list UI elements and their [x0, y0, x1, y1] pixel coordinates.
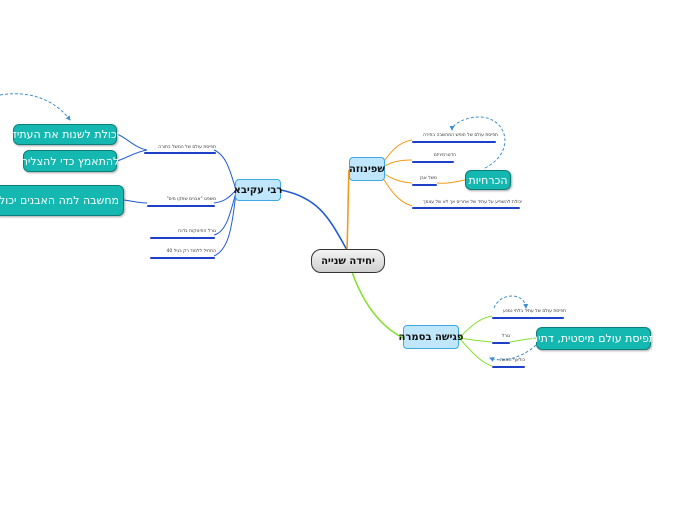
main-topic-spinoza[interactable]: שפינוזה — [349, 157, 385, 181]
underline — [492, 317, 564, 319]
callout-label: מחשבה למה האבנים יכולות ש — [0, 194, 119, 207]
main-topic-label: שפינוזה — [349, 163, 385, 175]
main-topic-rabbi-akiva[interactable]: רבי עקיבא — [233, 179, 283, 201]
link-central-rabbi-akiva — [280, 189, 348, 251]
subtopic-spinoza-4[interactable]: יכולת להשפיע על עתיד של אחרים אך לא של ע… — [423, 200, 522, 205]
subtopic-akiva-2[interactable]: משפט "אבנים שחקו מים" — [166, 197, 216, 202]
underline — [147, 205, 215, 207]
subtopic-akiva-4[interactable]: התחיל ללמוד רק בגיל 40 — [166, 249, 216, 254]
callout-label: תפיסת עולם מיסטית, דתית — [530, 332, 657, 345]
link-akiva-item-4 — [213, 191, 237, 257]
subtopic-spinoza-2[interactable]: הדטרמיניזם — [433, 153, 456, 158]
subtopic-akiva-1[interactable]: תפיסת עולם של המשל בתורה — [158, 145, 216, 150]
callout-stones-thought[interactable]: מחשבה למה האבנים יכולות ש — [0, 185, 124, 216]
link-spinoza-callout — [436, 179, 466, 184]
link-akiva-item-2 — [213, 189, 237, 204]
underline — [144, 152, 216, 154]
link-akiva-item-1 — [213, 149, 237, 191]
subtopic-samarkand-3[interactable]: כולאף המוות — [500, 358, 525, 363]
underline — [412, 184, 437, 186]
underline — [412, 161, 454, 163]
link-samarkand-item-1 — [458, 315, 493, 339]
callout-label: להתאמץ כדי להצליח — [20, 154, 120, 168]
subtopic-samarkand-1[interactable]: תפיסת עולם של עתיד בלתי נמנע — [503, 309, 566, 314]
callout-label: יכולת לשנות את העתיד — [10, 128, 120, 141]
underline — [492, 342, 510, 344]
underline — [150, 237, 215, 239]
main-topic-label: פגישה בסמרה — [398, 331, 464, 343]
central-topic[interactable]: יחידה שנייה — [311, 249, 385, 273]
callout-mystic-worldview[interactable]: תפיסת עולם מיסטית, דתית — [531, 327, 656, 350]
link-samarkand-item-2 — [458, 337, 493, 343]
callout-change-future[interactable]: יכולת לשנות את העתיד — [10, 124, 120, 145]
main-topic-label: רבי עקיבא — [233, 184, 283, 196]
relation-arrow-spinoza — [449, 116, 506, 169]
link-akiva-callout-3 — [123, 199, 148, 204]
link-samarkand-callout — [509, 337, 537, 343]
main-topic-samarkand[interactable]: פגישה בסמרה — [399, 325, 463, 349]
subtopic-samarkand-2[interactable]: גורל — [501, 334, 510, 339]
link-akiva-item-3 — [213, 191, 237, 236]
subtopic-spinoza-3[interactable]: משל אבן — [419, 176, 437, 181]
callout-effort-succeed[interactable]: להתאמץ כדי להצליח — [20, 150, 120, 172]
link-samarkand-item-3 — [458, 337, 493, 367]
relation-arrow-samarkand-bottom — [489, 344, 537, 362]
underline — [492, 366, 525, 368]
link-central-samarkand — [351, 271, 404, 339]
subtopic-akiva-3[interactable]: גורל התינוקות בדורו — [177, 229, 216, 234]
link-central-spinoza — [346, 169, 350, 251]
link-akiva-callout-2 — [116, 149, 148, 162]
subtopic-spinoza-1[interactable]: תפיסת עולם של חופש המחשבה בחירה — [423, 133, 498, 138]
link-akiva-callout-1 — [116, 133, 148, 151]
underline — [412, 141, 496, 143]
relation-arrow-samarkand-top — [493, 295, 529, 309]
callout-label: הכרחיות — [468, 173, 508, 187]
relation-arrow-akiva-offscreen — [0, 93, 71, 121]
underline — [150, 257, 215, 259]
central-topic-label: יחידה שנייה — [321, 255, 375, 267]
callout-necessity[interactable]: הכרחיות — [465, 170, 511, 190]
underline — [412, 207, 520, 209]
